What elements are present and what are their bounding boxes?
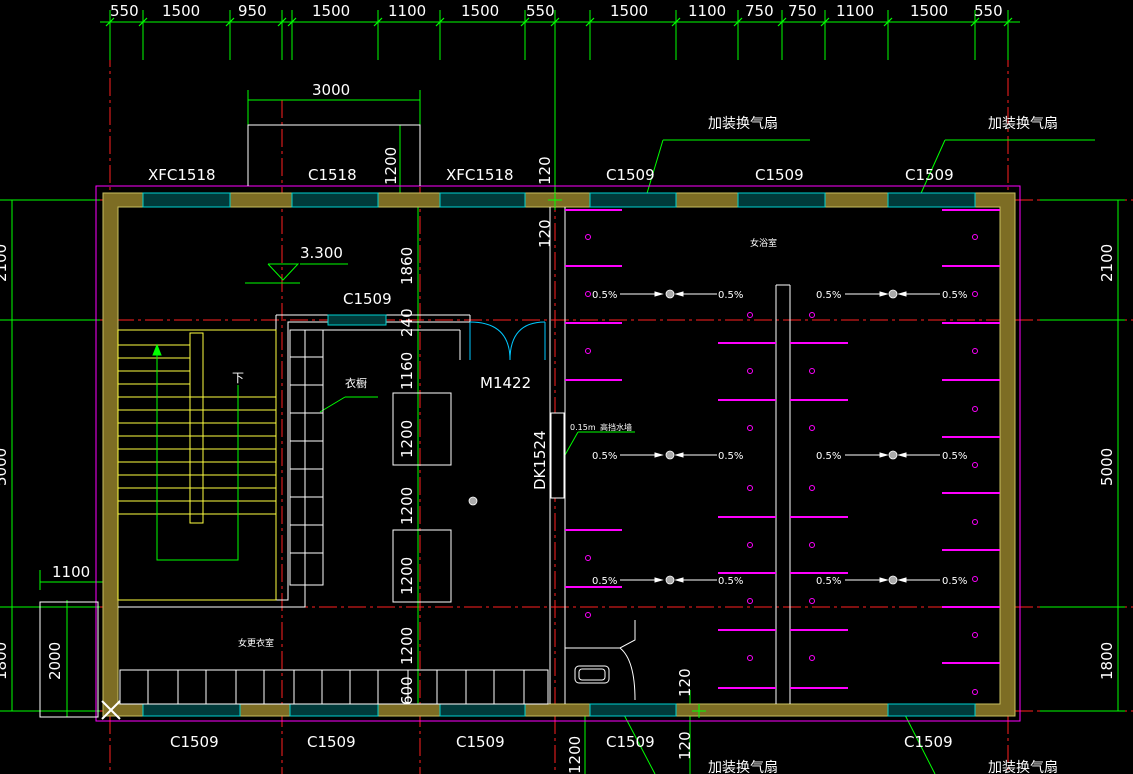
dim-right: 2100 [1098,244,1116,282]
dim-left-box-v: 2000 [46,642,64,680]
wardrobe-label: 衣橱 [345,376,367,390]
fan-note: 加装换气扇 [708,759,778,774]
window-label: XFC1518 [148,166,216,184]
top-dimension-labels: 550 1500 950 1500 1100 1500 550 1500 110… [110,2,1003,20]
dim-stair-width: 3000 [312,81,350,99]
left-box [39,601,99,718]
inner-dimension-labels: 1200 1860 240 1160 1200 1200 1200 1200 6… [382,147,416,705]
slope-label: 0.5% [592,451,617,462]
door-m1422 [469,321,546,361]
dimension-lines [0,10,1125,774]
dim-inner: 240 [398,308,416,337]
slope-label: 0.5% [816,290,841,301]
fan-note: 加装换气扇 [708,115,778,132]
fan-note: 加装换气扇 [988,759,1058,774]
slope-label: 0.5% [816,576,841,587]
dim-top: 550 [526,2,555,20]
dim-top: 1500 [610,2,648,20]
curb-height: 0.15m [570,423,596,432]
dim-top: 1500 [312,2,350,20]
window-label: C1509 [456,733,505,751]
right-dimension-labels: 2100 5000 1800 [1098,244,1116,680]
slope-label: 0.5% [718,451,743,462]
dim-left: 2100 [0,244,10,282]
window-label: C1509 [905,166,954,184]
slope-label: 0.5% [592,576,617,587]
dim-top: 750 [788,2,817,20]
dim-120: 120 [536,219,554,248]
window-label: C1509 [170,733,219,751]
stair-down-label: 下 [232,371,244,385]
room-women-shower: 女浴室 [750,237,777,249]
toilet-icon [574,665,610,684]
dim-inner: 1200 [398,487,416,525]
dim-120: 120 [676,668,694,697]
dim-top: 1500 [910,2,948,20]
shower-partitions [565,209,1000,689]
dim-120: 120 [536,156,554,185]
cross-marker-icon [101,700,121,720]
small-dimension-labels: 120 120 120 1200 120 [536,156,694,774]
dim-inner: 1860 [398,247,416,285]
window-label: C1509 [307,733,356,751]
dim-inner: 1160 [398,352,416,390]
dim-inner: 1200 [398,627,416,665]
dim-inner: 1200 [398,557,416,595]
dim-inner: 600 [398,676,416,705]
room-women-changing: 女更衣室 [238,637,274,649]
slope-label: 0.5% [942,451,967,462]
door-dk1524-label: DK1524 [531,430,549,490]
dim-top: 550 [974,2,1003,20]
floor-drain-icon [468,289,898,585]
fan-note: 加装换气扇 [988,115,1058,132]
dim-right: 1800 [1098,642,1116,680]
window-labels-bottom: C1509 C1509 C1509 C1509 C1509 [170,733,953,751]
slope-label: 0.5% [816,451,841,462]
dim-left: 5000 [0,448,10,486]
curb-note: 高挡水墙 [600,422,632,432]
slope-arrows [620,291,940,583]
shower-heads [585,234,978,695]
slope-label: 0.5% [942,290,967,301]
crosshair-icons [548,193,706,718]
dim-right: 5000 [1098,448,1116,486]
stair-arrow [152,343,239,561]
elevation-label: 3.300 [300,244,343,262]
dim-left: 1800 [0,642,10,680]
dim-left-box: 1100 [52,563,90,581]
door-m1422-label: M1422 [480,374,531,392]
dim-top: 1100 [688,2,726,20]
window-label: C1509 [606,733,655,751]
windows [142,192,976,717]
window-c1509-inner [327,314,387,326]
slope-label: 0.5% [592,290,617,301]
slope-label: 0.5% [942,576,967,587]
dim-top: 1100 [836,2,874,20]
slope-labels: 0.5% 0.5% 0.5% 0.5% 0.5% 0.5% 0.5% 0.5% … [592,290,967,587]
dim-inner: 1200 [382,147,400,185]
dim-top: 750 [745,2,774,20]
window-label: C1518 [308,166,357,184]
left-dimension-labels: 2100 5000 1800 [0,244,10,680]
dim-top: 550 [110,2,139,20]
window-label: C1509 [904,733,953,751]
window-labels-top: XFC1518 C1518 XFC1518 C1509 C1509 C1509 [148,166,954,184]
dim-120: 120 [676,731,694,760]
dim-top: 1500 [162,2,200,20]
dim-1200-bottom: 1200 [566,736,584,774]
window-c1509-label: C1509 [343,290,392,308]
dim-top: 1500 [461,2,499,20]
stairs [117,329,277,601]
stair-projection [247,124,421,186]
slope-label: 0.5% [718,290,743,301]
dim-top: 1100 [388,2,426,20]
dim-top: 950 [238,2,267,20]
window-label: XFC1518 [446,166,514,184]
window-label: C1509 [755,166,804,184]
slope-label: 0.5% [718,576,743,587]
dim-inner: 1200 [398,420,416,458]
window-label: C1509 [606,166,655,184]
